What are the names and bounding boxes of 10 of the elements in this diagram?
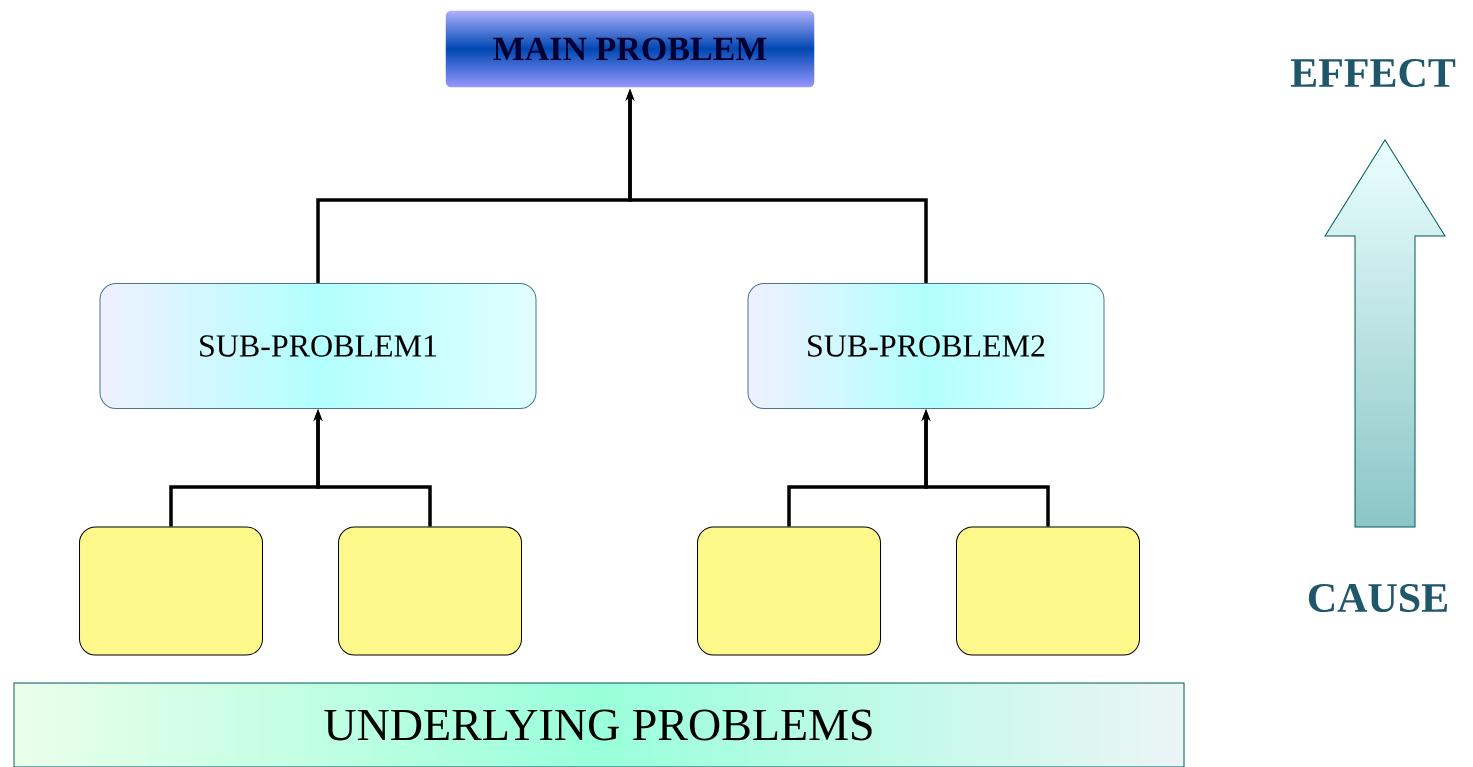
main-problem-box: MAIN PROBLEM (444, 9, 816, 89)
banner-box: UNDERLYING PROBLEMS (13, 682, 1185, 767)
empty-box (697, 526, 881, 656)
empty-box (79, 526, 263, 656)
sub-problem-box: SUB-PROBLEM2 (747, 283, 1105, 409)
direction-label: EFFECT (1290, 58, 1456, 88)
empty-box (956, 526, 1140, 656)
direction-label: CAUSE (1308, 583, 1447, 613)
sub-problem-box: SUB-PROBLEM1 (99, 283, 537, 409)
empty-box (338, 526, 522, 656)
